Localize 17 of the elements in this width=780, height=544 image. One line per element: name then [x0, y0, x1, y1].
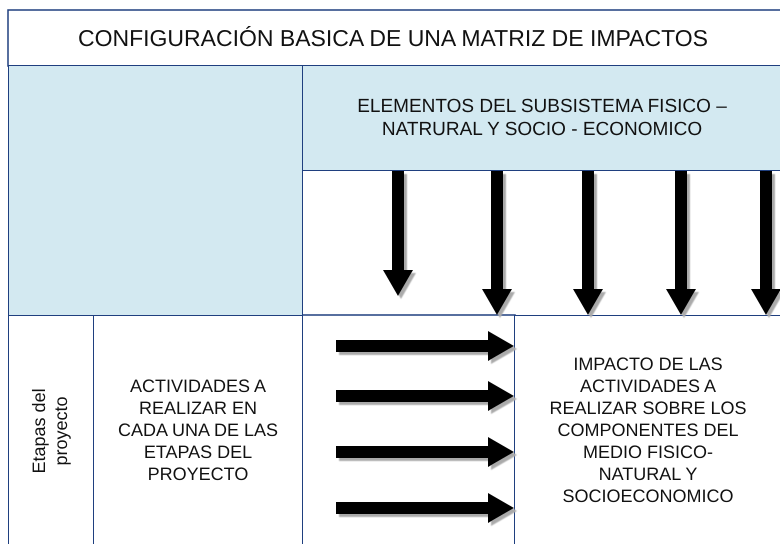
arrow	[336, 493, 514, 523]
arrow	[383, 171, 413, 296]
table-cell	[514, 315, 780, 544]
arrow	[751, 171, 780, 315]
arrow	[336, 331, 514, 361]
arrow	[573, 171, 603, 315]
arrow	[336, 381, 514, 411]
header-cell	[8, 65, 303, 316]
cell-text: ACTIVIDADES A REALIZAR EN CADA UNA DE LAS ETAPAS DEL PROYECTO	[116, 376, 280, 486]
row-heading: Etapas del proyecto	[29, 387, 72, 476]
title: CONFIGURACIÓN BASICA DE UNA MATRIZ DE IMPACTOS	[78, 24, 708, 52]
arrow	[482, 171, 512, 315]
header-cell	[302, 65, 780, 171]
cell-text: ELEMENTOS DEL SUBSISTEMA FISICO – NATRURAL Y SOCIO - ECONOMICO	[356, 94, 728, 142]
arrow	[666, 171, 696, 315]
arrow	[336, 437, 514, 467]
cell-text: IMPACTO DE LAS ACTIVIDADES A REALIZAR SOBRE LOS COMPONENTES DEL MEDIO FISICO-NATURAL Y SOCIOECONOMICO	[548, 354, 748, 508]
